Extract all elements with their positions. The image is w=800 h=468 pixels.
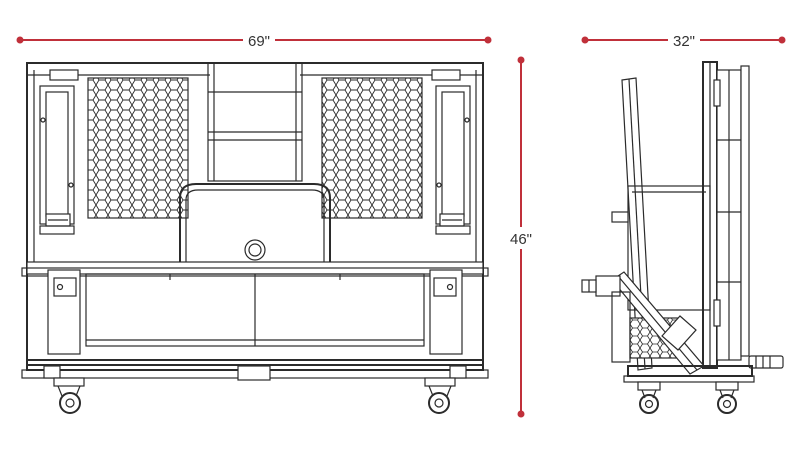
- height-dimension-start-dot: [517, 56, 525, 64]
- center-knob: [244, 239, 266, 261]
- center-handle: [179, 183, 331, 262]
- depth-label: 32": [673, 33, 695, 50]
- side-rear-caster: [715, 381, 739, 414]
- side-handle-mount: [595, 275, 621, 297]
- width-dimension: 69": [16, 30, 492, 50]
- depth-dimension: 32": [581, 30, 786, 50]
- left-mesh-panel: [87, 77, 189, 219]
- right-mesh-panel: [321, 77, 423, 219]
- front-view: [21, 62, 489, 414]
- side-view: [581, 61, 784, 414]
- side-back-panel: [740, 65, 750, 357]
- width-label: 69": [248, 33, 270, 50]
- width-dimension-end-dot: [484, 36, 492, 44]
- depth-dimension-end-dot: [778, 36, 786, 44]
- side-front-caster: [637, 381, 661, 414]
- right-side-post: [435, 85, 471, 225]
- height-dimension: 46": [503, 56, 539, 418]
- depth-dimension-start-dot: [581, 36, 589, 44]
- side-hopper: [627, 185, 711, 311]
- front-right-caster: [424, 377, 456, 414]
- front-left-caster: [53, 377, 85, 414]
- width-dimension-start-dot: [16, 36, 24, 44]
- height-label: 46": [510, 231, 532, 248]
- left-side-post: [39, 85, 75, 225]
- side-push-handle: [748, 355, 784, 369]
- height-dimension-end-dot: [517, 410, 525, 418]
